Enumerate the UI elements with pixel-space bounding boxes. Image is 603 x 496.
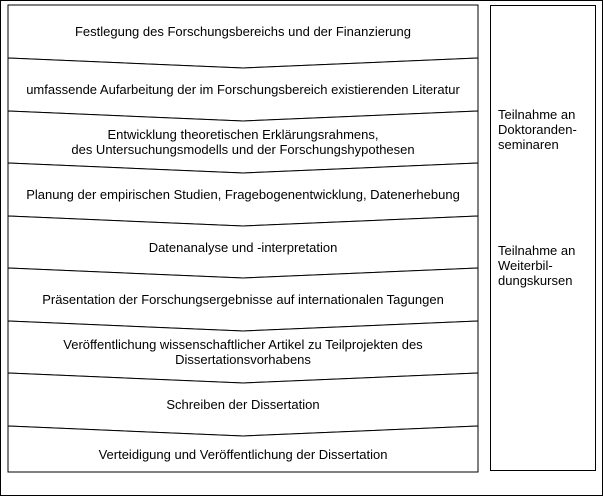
side-label-training-courses: Teilnahme an Weiterbil- dungskursen [498, 243, 576, 288]
step-label-6: Präsentation der Forschungsergebnisse au… [42, 292, 444, 307]
step-label-5: Datenanalyse und -interpretation [148, 239, 338, 255]
step-label-1: Festlegung des Forschungsbereichs und de… [74, 24, 412, 39]
step-label-3: Entwicklung theoretischen Erklärungsrahm… [71, 127, 415, 157]
process-step-9 [7, 425, 479, 473]
step-label-7: Veröffentlichung wissenschaftlicher Arti… [63, 337, 423, 367]
step-label-8: Schreiben der Dissertation [166, 397, 320, 412]
step-label-9: Verteidigung und Veröffentlichung der Di… [98, 446, 388, 462]
step-label-4: Planung der empirischen Studien, Fragebo… [26, 187, 460, 202]
side-label-doctoral-seminars: Teilnahme an Doktoranden- seminaren [498, 107, 577, 152]
side-activities-box [490, 5, 596, 471]
step-label-2: umfassende Aufarbeitung der im Forschung… [26, 82, 460, 97]
